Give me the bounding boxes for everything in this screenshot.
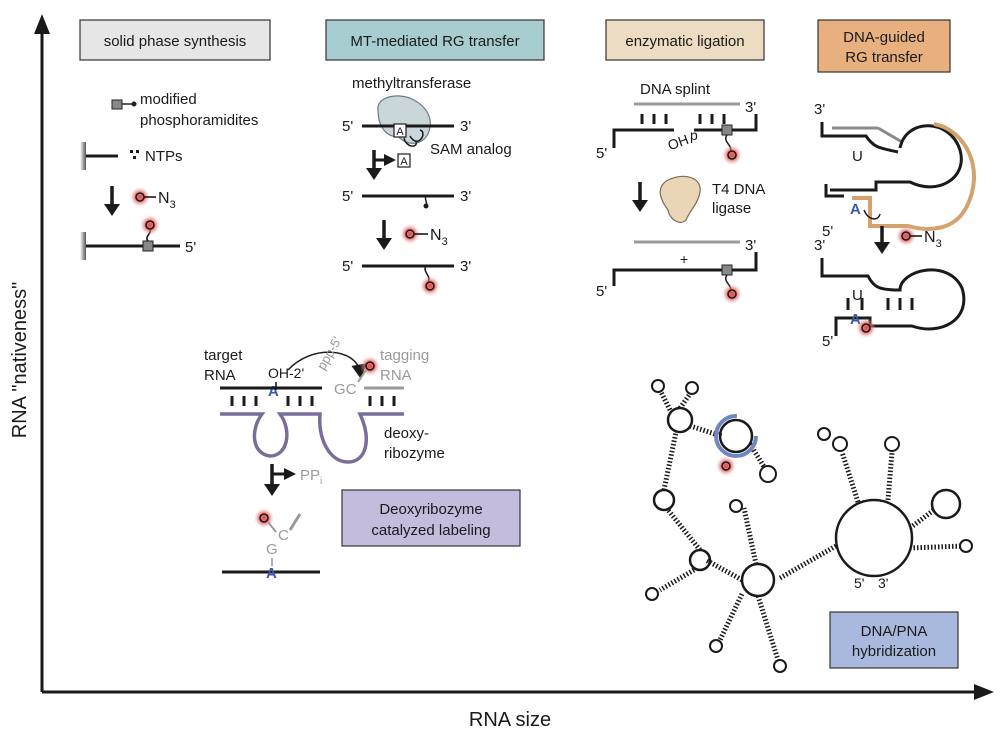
solid-phase-title-box [79, 19, 271, 61]
rna-loops [645, 379, 973, 673]
dna-guided-title-1: DNA-guided [843, 29, 925, 46]
oh-label: OH [665, 131, 690, 153]
deoxyribozyme-panel: target RNA OH-2' A ppp-5' GC tagging RNA… [204, 334, 521, 582]
x-axis-label: RNA size [469, 709, 551, 731]
ligation-panel: enzymatic ligation DNA splint 3' 5' OH p… [596, 19, 765, 305]
lig-3prime-2: 3' [745, 237, 756, 254]
deoxy-title-2: catalyzed labeling [371, 522, 490, 539]
dg-u-2: U [852, 287, 863, 304]
ntps-icon [130, 150, 139, 159]
mt-3prime-3: 3' [460, 258, 471, 275]
hyb-3prime: 3' [878, 575, 888, 591]
solid-phase-title: solid phase synthesis [104, 33, 247, 50]
mt-n3-label: N3 [430, 227, 448, 248]
deoxy-a-label-2: A [266, 565, 277, 582]
deoxy-title-1: Deoxyribozyme [379, 501, 482, 518]
mt-5prime-3: 5' [342, 258, 353, 275]
hyb-title-1: DNA/PNA [861, 623, 928, 640]
gc-label: GC [334, 381, 357, 398]
t4-label-2: ligase [712, 200, 751, 217]
deoxy-label-2: ribozyme [384, 445, 445, 462]
deoxy-a-label: A [268, 383, 279, 400]
dna-guided-title-2: RG transfer [845, 49, 923, 66]
deoxy-label-1: deoxy- [384, 425, 429, 442]
mt-5prime-2: 5' [342, 188, 353, 205]
mt-title-box [325, 19, 545, 61]
five-prime-label: 5' [185, 239, 196, 256]
mt-panel: MT-mediated RG transfer methyltransferas… [325, 19, 545, 297]
p-label: p [690, 127, 698, 143]
ntps-label: NTPs [145, 148, 183, 165]
ligation-title: enzymatic ligation [625, 33, 744, 50]
hyb-tag-icon [715, 455, 737, 477]
deoxy-title-box [341, 489, 521, 547]
pna-probe [714, 414, 758, 458]
solid-support-icon-2 [80, 232, 86, 260]
methyltransferase-label: methyltransferase [352, 75, 471, 92]
mt-a-box: A [396, 126, 404, 138]
hyb-title-2: hybridization [852, 643, 936, 660]
x-axis-arrow [974, 684, 994, 700]
mt-5prime-1: 5' [342, 118, 353, 135]
n3-label: N3 [158, 190, 176, 211]
phosphoramidite-icon [111, 99, 123, 110]
methyltransferase-icon [377, 95, 431, 144]
sam-analog-label: SAM analog [430, 141, 512, 158]
down-arrow-icon [104, 204, 120, 216]
target-rna-label-1: target [204, 347, 243, 364]
phosphoramidites-label: phosphoramidites [140, 112, 258, 129]
mt-title: MT-mediated RG transfer [350, 33, 519, 50]
rna-stems [657, 388, 963, 661]
dna-guided-title-box [817, 19, 951, 73]
mt-a-released: A [400, 156, 408, 168]
hybridization-panel: 5' 3' DNA/PNA hybridization [645, 379, 973, 673]
dna-guided-panel: DNA-guided RG transfer 3' U A 5' N3 3' U… [814, 19, 977, 350]
dg-3prime-1: 3' [814, 101, 825, 118]
lig-5prime-2: 5' [596, 283, 607, 300]
solid-phase-panel: solid phase synthesis modified phosphora… [79, 19, 271, 260]
large-rna-structure [652, 406, 962, 598]
dg-u-1: U [852, 148, 863, 165]
plus-label: + [680, 251, 688, 267]
dg-a-2: A [850, 311, 861, 328]
hyb-5prime: 5' [854, 575, 864, 591]
ligation-title-box [605, 19, 765, 61]
ppi-label: PPi [300, 467, 322, 487]
t4-ligase-icon [659, 175, 701, 223]
dg-3prime-2: 3' [814, 237, 825, 254]
tagging-label-1: tagging [380, 347, 429, 364]
y-axis-arrow [34, 14, 50, 34]
dg-5prime-1: 5' [822, 223, 833, 240]
g-label: G [266, 541, 278, 558]
y-axis-label: RNA "nativeness" [9, 282, 31, 439]
oh2-label: OH-2' [268, 365, 304, 381]
hyb-title-box [829, 611, 959, 669]
mt-3prime-1: 3' [460, 118, 471, 135]
tagging-label-2: RNA [380, 367, 412, 384]
c-label: C [278, 527, 289, 544]
dna-splint-label: DNA splint [640, 81, 711, 98]
lig-3prime-1: 3' [745, 99, 756, 116]
fluorophore-tag-icon-2 [139, 214, 161, 236]
dg-n3-label: N3 [924, 229, 942, 250]
t4-label-1: T4 DNA [712, 181, 765, 198]
dg-5prime-2: 5' [822, 333, 833, 350]
axes: RNA size RNA "nativeness" [9, 14, 994, 731]
mt-3prime-2: 3' [460, 188, 471, 205]
target-rna-label-2: RNA [204, 367, 236, 384]
lig-5prime-1: 5' [596, 145, 607, 162]
dg-a-1: A [850, 201, 861, 218]
deoxyribozyme-strand [220, 412, 404, 464]
modified-label: modified [140, 91, 197, 108]
solid-support-icon [80, 142, 86, 170]
